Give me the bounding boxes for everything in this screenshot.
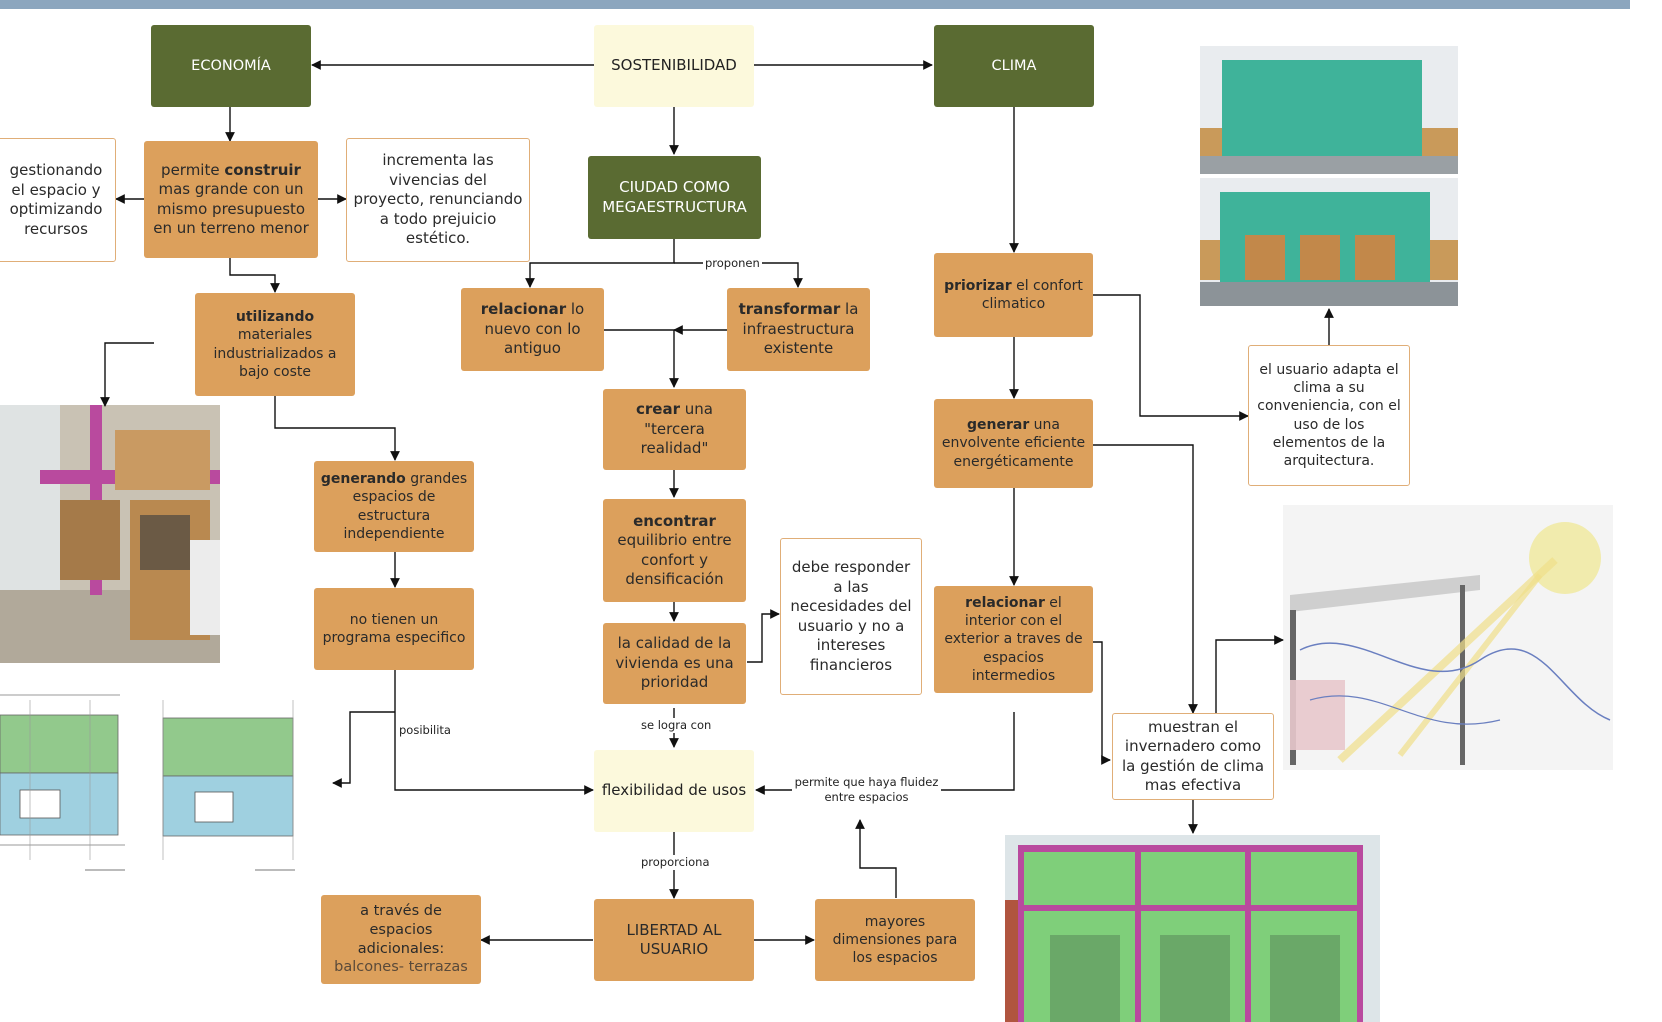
photo-interior: [0, 405, 220, 663]
node-flexibilidad: flexibilidad de usos: [594, 750, 754, 832]
edge-label-se-logra-con: se logra con: [639, 718, 714, 733]
construir-post: mas grande con un mismo presupuesto en u…: [153, 180, 309, 237]
node-debe-responder: debe responder a las necesidades del usu…: [780, 538, 922, 695]
encontrar-post: equilibrio entre confort y densificación: [617, 531, 732, 588]
edge-label-proponen: proponen: [703, 256, 762, 271]
balcones-text: balcones- terrazas: [334, 959, 468, 976]
node-relacionar-interior: relacionar el interior con el exterior a…: [934, 586, 1093, 693]
node-ciudad-megaestructura: CIUDAD COMO MEGAESTRUCTURA: [588, 156, 761, 239]
edge-label-proporciona: proporciona: [639, 855, 712, 870]
node-generar: generar una envolvente eficiente energét…: [934, 399, 1093, 488]
node-usuario-adapta: el usuario adapta el clima a su convenie…: [1248, 345, 1410, 486]
node-clima: CLIMA: [934, 25, 1094, 107]
node-muestran: muestran el invernadero como la gestión …: [1112, 713, 1274, 800]
node-calidad: la calidad de la vivienda es una priorid…: [603, 623, 746, 704]
node-encontrar: encontrar equilibrio entre confort y den…: [603, 499, 746, 602]
node-generando: generando grandes espacios de estructura…: [314, 461, 474, 552]
utilizando-post: materiales industrializados a bajo coste: [213, 327, 337, 380]
generar-post: una envolvente eficiente energéticamente: [941, 417, 1086, 470]
node-libertad: LIBERTAD AL USUARIO: [594, 899, 754, 981]
node-permite-construir: permite construir mas grande con un mism…: [144, 141, 318, 258]
photo-greenhouse: [1005, 835, 1380, 1022]
generando-bold: generando: [320, 471, 406, 488]
crear-bold: crear: [636, 400, 680, 419]
utilizando-bold: utilizando: [235, 309, 315, 326]
drawing-greenhouse-section: [1283, 505, 1613, 770]
node-relacionar-nuevo: relacionar lo nuevo con lo antiguo: [461, 288, 604, 371]
floor-plan-left: [0, 694, 125, 871]
node-utilizando: utilizando materiales industrializados a…: [195, 293, 355, 396]
floor-plan-right: [162, 700, 295, 871]
transformar-post: la infraestructura existente: [742, 300, 859, 358]
priorizar-post: el confort climatico: [981, 277, 1083, 312]
node-priorizar: priorizar el confort climatico: [934, 253, 1093, 337]
node-incrementa: incrementa las vivencias del proyecto, r…: [346, 138, 530, 262]
relacionar-interior-bold: relacionar: [965, 595, 1045, 612]
node-sostenibilidad: SOSTENIBILIDAD: [594, 25, 754, 107]
node-a-traves: a través de espacios adicionales: balcon…: [321, 895, 481, 984]
construir-pre: permite: [161, 160, 225, 179]
construir-bold: construir: [224, 160, 301, 179]
node-no-tienen: no tienen un programa especifico: [314, 588, 474, 670]
generando-post: grandes espacios de estructura independi…: [343, 471, 468, 542]
transformar-bold: transformar: [738, 300, 841, 319]
node-transformar: transformar la infraestructura existente: [727, 288, 870, 371]
top-bar: [0, 0, 1630, 9]
priorizar-bold: priorizar: [944, 277, 1012, 294]
relacionar-nuevo-bold: relacionar: [480, 300, 567, 319]
relacionar-nuevo-post: lo nuevo con lo antiguo: [484, 300, 585, 358]
encontrar-bold: encontrar: [633, 511, 716, 530]
edge-label-posibilita: posibilita: [397, 723, 453, 738]
a-traves-text: a través de espacios adicionales:: [357, 902, 445, 957]
generar-bold: generar: [966, 417, 1030, 434]
relacionar-interior-post: el interior con el exterior a traves de …: [944, 595, 1083, 684]
photo-green-facade: [1200, 46, 1458, 306]
node-gestionando: gestionando el espacio y optimizando rec…: [0, 138, 116, 262]
crear-post: una "tercera realidad": [640, 400, 713, 458]
node-crear: crear una "tercera realidad": [603, 389, 746, 470]
node-mayores: mayores dimensiones para los espacios: [815, 899, 975, 981]
node-economia: ECONOMÍA: [151, 25, 311, 107]
edge-label-permite-fluidez: permite que haya fluidez entre espacios: [792, 775, 941, 805]
